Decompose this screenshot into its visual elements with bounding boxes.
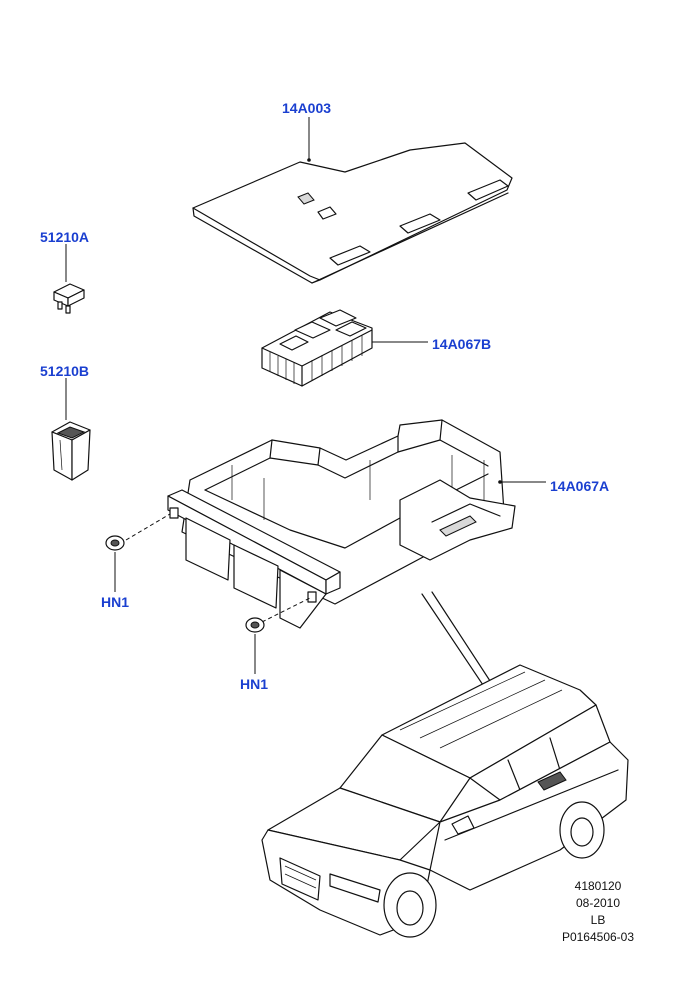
reference-line-3: LB [590, 913, 606, 927]
reference-line-2: 08-2010 [575, 896, 621, 910]
nut-right-drawing [245, 597, 311, 674]
label-14A067B: 14A067B [432, 336, 492, 352]
vehicle-drawing [261, 664, 629, 938]
fuse-box-housing-drawing [167, 419, 546, 629]
nut-left-drawing [105, 513, 171, 592]
label-14A003: 14A003 [282, 100, 332, 116]
label-HN1-right: HN1 [240, 676, 269, 692]
fuse-carrier-drawing [261, 309, 428, 387]
fuse-box-cover-drawing [192, 117, 513, 284]
reference-block: 4180120 08-2010 LB P0164506-03 [548, 878, 648, 946]
label-14A067A: 14A067A [550, 478, 610, 494]
label-51210B: 51210B [40, 363, 90, 379]
label-51210A: 51210A [40, 229, 90, 245]
label-HN1-left: HN1 [101, 594, 130, 610]
reference-line-1: 4180120 [574, 879, 622, 893]
cartridge-fuse-drawing [51, 378, 91, 481]
reference-line-4: P0164506-03 [561, 930, 635, 944]
mini-fuse-drawing [53, 244, 85, 314]
